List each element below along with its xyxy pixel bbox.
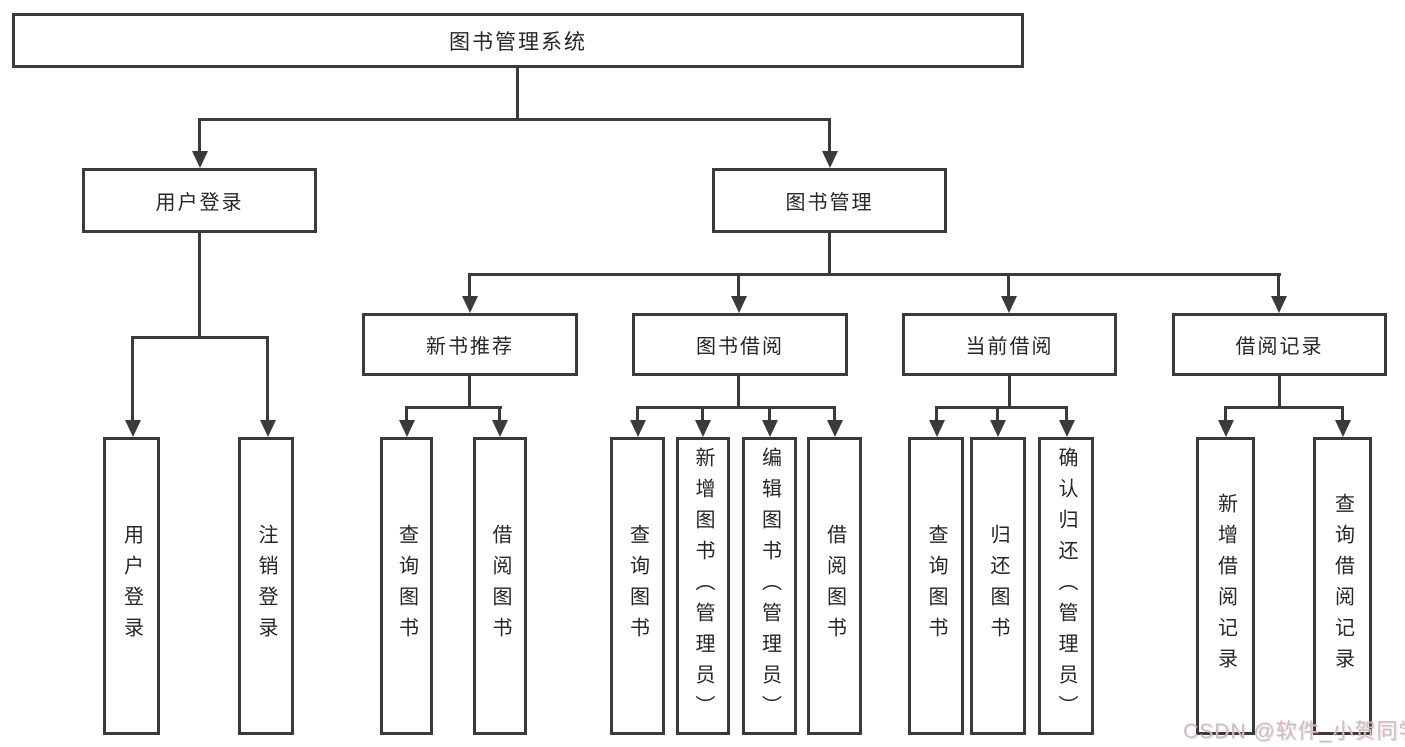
connector-drop-add-books-admin	[701, 406, 704, 422]
node-user-login-leaf-label: 用户登录	[120, 524, 143, 648]
node-return-books: 归还图书	[970, 437, 1026, 735]
connector-user-login-stem	[198, 233, 201, 336]
arrow-user-login-leaf	[125, 420, 141, 437]
node-current-borrowing-label: 当前借阅	[965, 336, 1054, 358]
connector-drop-add-borrow-record	[1224, 406, 1227, 422]
node-confirm-return-admin: 确认归还（管理员）	[1038, 437, 1094, 735]
connector-book-management-bar	[468, 273, 1281, 276]
connector-drop-confirm-return-admin	[1065, 406, 1068, 422]
node-query-borrow-record: 查询借阅记录	[1313, 437, 1372, 735]
connector-root-stem	[516, 68, 519, 118]
node-edit-books-admin-label: 编辑图书（管理员）	[758, 446, 781, 726]
arrow-edit-books-admin	[762, 420, 778, 437]
node-query-borrow-record-label: 查询借阅记录	[1331, 493, 1354, 679]
node-add-books-admin-label: 新增图书（管理员）	[692, 446, 714, 726]
node-borrow-books-borrowing-label: 借阅图书	[823, 524, 846, 648]
node-query-books-recommend-label: 查询图书	[395, 524, 418, 648]
node-borrowing-records: 借阅记录	[1172, 313, 1387, 376]
node-user-login-leaf: 用户登录	[103, 437, 160, 735]
node-new-book-recommend: 新书推荐	[362, 313, 578, 376]
node-query-books-borrowing-label: 查询图书	[626, 524, 649, 648]
arrow-book-borrowing	[731, 296, 747, 313]
arrow-query-books-recommend	[399, 420, 415, 437]
arrow-borrowing-records	[1271, 296, 1287, 313]
connector-drop-query-books-current	[935, 406, 938, 422]
node-add-books-admin: 新增图书（管理员）	[676, 437, 730, 735]
watermark-csdn: CSDN @软件_小贺同学	[1183, 720, 1405, 743]
arrow-query-borrow-record	[1335, 420, 1351, 437]
connector-current-borrowing-stem	[1008, 376, 1011, 406]
node-borrow-books-recommend: 借阅图书	[473, 437, 527, 735]
arrow-query-books-current	[929, 420, 945, 437]
connector-drop-new-book-recommend	[468, 273, 471, 299]
connector-new-book-recommend-stem	[468, 376, 471, 406]
node-book-borrowing: 图书借阅	[632, 313, 848, 376]
connector-new-book-recommend-bar	[405, 406, 502, 409]
arrow-return-books	[990, 420, 1006, 437]
node-book-borrowing-label: 图书借阅	[696, 336, 784, 358]
node-borrow-books-recommend-label: 借阅图书	[489, 524, 511, 648]
connector-user-login-bar	[131, 336, 269, 339]
arrow-confirm-return-admin	[1059, 420, 1075, 437]
connector-current-borrowing-bar	[935, 406, 1068, 409]
connector-drop-query-borrow-record	[1341, 406, 1344, 422]
arrow-new-book-recommend	[462, 296, 478, 313]
node-book-management-label: 图书管理	[785, 192, 874, 214]
node-edit-books-admin: 编辑图书（管理员）	[742, 437, 797, 735]
arrow-current-borrowing	[1001, 296, 1017, 313]
connector-drop-book-borrowing	[737, 273, 740, 299]
node-query-books-recommend: 查询图书	[380, 437, 433, 735]
node-library-management-system-label: 图书管理系统	[449, 30, 587, 54]
node-borrow-books-borrowing: 借阅图书	[807, 437, 862, 735]
connector-drop-return-books	[996, 406, 999, 422]
node-current-borrowing: 当前借阅	[902, 313, 1117, 376]
node-book-management: 图书管理	[712, 168, 947, 233]
node-confirm-return-admin-label: 确认归还（管理员）	[1055, 446, 1077, 726]
connector-root-bar	[198, 118, 831, 121]
node-add-borrow-record-label: 新增借阅记录	[1214, 493, 1237, 679]
connector-drop-borrow-books-borrowing	[833, 406, 836, 422]
arrow-borrow-books-borrowing	[827, 420, 843, 437]
connector-drop-book-management	[828, 118, 831, 154]
connector-drop-logout-leaf	[266, 336, 269, 422]
node-library-management-system: 图书管理系统	[12, 13, 1024, 68]
connector-drop-query-books-borrowing	[636, 406, 639, 422]
node-return-books-label: 归还图书	[987, 524, 1009, 648]
connector-drop-user-login-leaf	[131, 336, 134, 422]
node-add-borrow-record: 新增借阅记录	[1196, 437, 1255, 735]
connector-borrowing-records-stem	[1278, 376, 1281, 406]
connector-book-borrowing-bar	[636, 406, 836, 409]
connector-drop-borrow-books-recommend	[498, 406, 501, 422]
node-query-books-borrowing: 查询图书	[610, 437, 665, 735]
node-user-login-label: 用户登录	[155, 192, 244, 214]
arrow-logout-leaf	[260, 420, 276, 437]
arrow-user-login	[192, 151, 208, 168]
connector-drop-borrowing-records	[1277, 273, 1280, 299]
connector-book-management-stem	[828, 233, 831, 273]
arrow-add-books-admin	[695, 420, 711, 437]
node-logout-leaf: 注销登录	[238, 437, 294, 735]
node-query-books-current: 查询图书	[908, 437, 964, 735]
connector-drop-current-borrowing	[1007, 273, 1010, 299]
node-user-login: 用户登录	[82, 168, 317, 233]
arrow-add-borrow-record	[1218, 420, 1234, 437]
node-query-books-current-label: 查询图书	[925, 524, 947, 648]
connector-drop-edit-books-admin	[768, 406, 771, 422]
connector-drop-query-books-recommend	[405, 406, 408, 422]
arrow-borrow-books-recommend	[492, 420, 508, 437]
connector-borrowing-records-bar	[1224, 406, 1344, 409]
node-logout-leaf-label: 注销登录	[255, 524, 277, 648]
connector-book-borrowing-stem	[737, 376, 740, 406]
node-new-book-recommend-label: 新书推荐	[426, 336, 514, 358]
node-borrowing-records-label: 借阅记录	[1235, 336, 1324, 358]
arrow-book-management	[822, 151, 838, 168]
connector-drop-user-login	[198, 118, 201, 154]
arrow-query-books-borrowing	[630, 420, 646, 437]
